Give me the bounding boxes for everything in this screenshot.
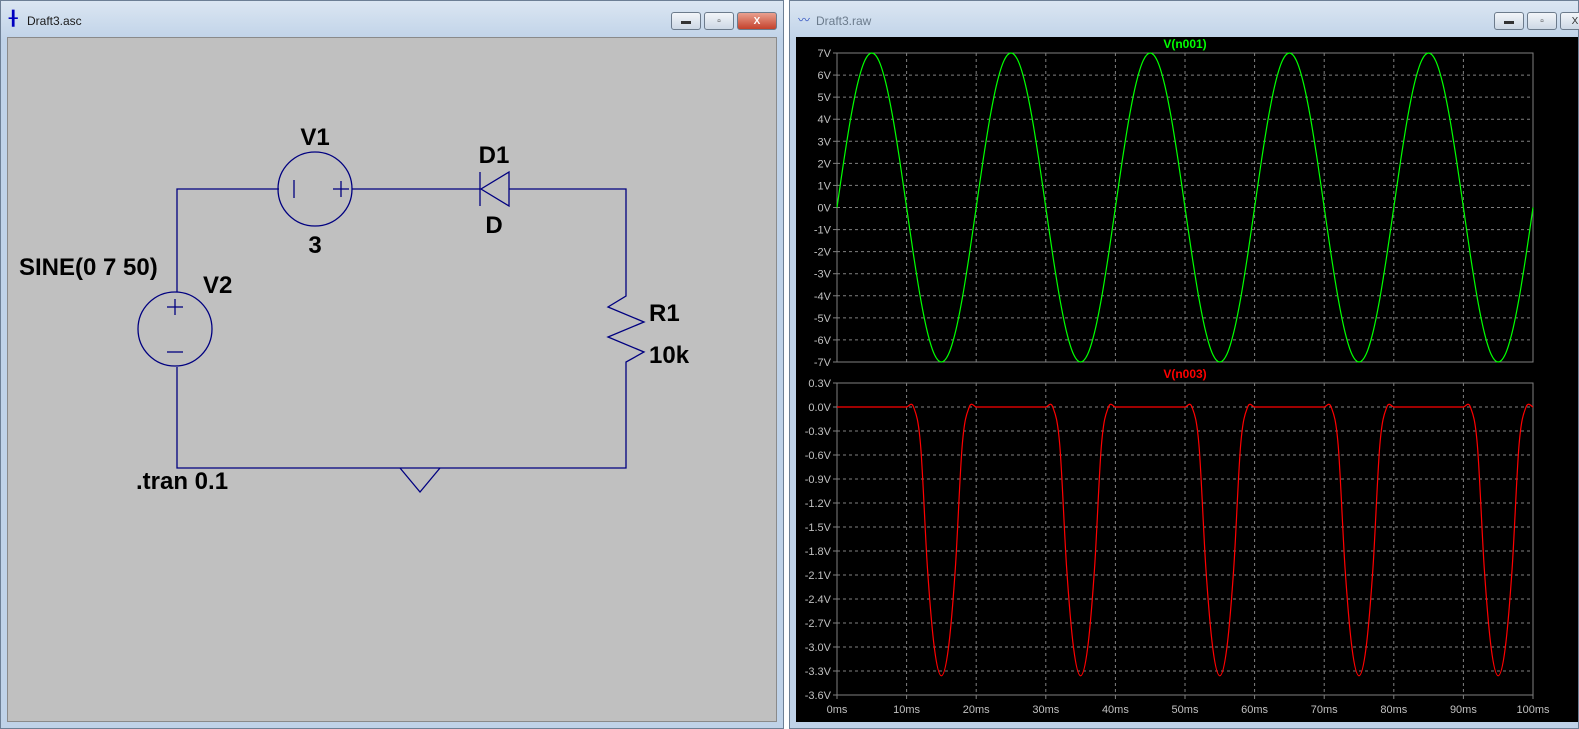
maximize-button[interactable]: ▫ <box>704 12 734 30</box>
y-tick-label: 1V <box>818 180 832 192</box>
schematic-canvas[interactable]: V1 3 D1 D SINE(0 7 50) V2 R1 10k .tran 0… <box>7 37 777 722</box>
voltage-source-v2-symbol <box>137 291 213 367</box>
y-tick-label: 6V <box>818 70 832 82</box>
v2-value-label: SINE(0 7 50) <box>19 254 158 281</box>
window-title: Draft3.raw <box>816 14 872 28</box>
x-tick-label: 30ms <box>1032 704 1059 716</box>
d1-name-label: D1 <box>479 142 510 169</box>
wire <box>509 188 627 292</box>
y-tick-label: -1.2V <box>805 498 832 510</box>
waveform-app-icon: 〰 <box>798 13 811 27</box>
x-tick-label: 0ms <box>827 704 848 716</box>
r1-name-label: R1 <box>649 300 680 327</box>
trace-line <box>836 52 1534 363</box>
y-tick-label: -3.6V <box>805 690 832 702</box>
trace-line <box>837 403 1534 677</box>
y-tick-label: -2V <box>814 247 832 259</box>
minimize-button[interactable]: ▬ <box>1494 12 1524 30</box>
x-tick-label: 60ms <box>1241 704 1268 716</box>
y-tick-label: -2.4V <box>805 594 832 606</box>
minimize-button[interactable]: ▬ <box>671 12 701 30</box>
window-title: Draft3.asc <box>27 14 82 28</box>
y-tick-label: -1.8V <box>805 546 832 558</box>
plot-pane-1[interactable]: 7V 6V 5V 4V 3V 2V 1V 0V -1V -2V -3V -4V -5V -6V -7V V(n… <box>814 37 1534 369</box>
x-tick-label: 40ms <box>1102 704 1129 716</box>
v2-name-label: V2 <box>203 272 232 299</box>
x-tick-label: 90ms <box>1450 704 1477 716</box>
tran-directive[interactable]: .tran 0.1 <box>136 468 228 495</box>
trace-label[interactable]: V(n003) <box>1163 367 1206 381</box>
schematic-app-icon: ╂ <box>9 10 18 26</box>
waveform-titlebar[interactable]: 〰 Draft3.raw ▬ ▫ X <box>790 1 1579 37</box>
y-tick-label: 4V <box>818 114 832 126</box>
y-tick-label: 7V <box>818 48 832 60</box>
close-button[interactable]: X <box>737 12 777 30</box>
v1-value-label: 3 <box>308 232 321 259</box>
x-tick-label: 10ms <box>893 704 920 716</box>
y-tick-label: 2V <box>818 158 832 170</box>
y-tick-label: 5V <box>818 92 832 104</box>
schematic-titlebar[interactable]: ╂ Draft3.asc ▬ ▫ X <box>1 1 783 37</box>
r1-value-label: 10k <box>649 342 690 369</box>
x-tick-label: 70ms <box>1311 704 1338 716</box>
x-tick-label: 20ms <box>963 704 990 716</box>
y-tick-label: -4V <box>814 291 832 303</box>
plot-frame <box>836 382 1534 696</box>
wire <box>176 367 627 469</box>
x-tick-label: 80ms <box>1380 704 1407 716</box>
x-tick-label: 50ms <box>1172 704 1199 716</box>
y-tick-label: -1.5V <box>805 522 832 534</box>
y-tick-label: -0.9V <box>805 474 832 486</box>
d1-value-label: D <box>485 212 502 239</box>
v1-name-label: V1 <box>300 124 329 151</box>
y-tick-label: 0V <box>818 203 832 215</box>
y-tick-label: -1V <box>814 225 832 237</box>
waveform-plot-area[interactable]: 7V 6V 5V 4V 3V 2V 1V 0V -1V -2V -3V -4V -5V -6V -7V V(n… <box>796 37 1578 722</box>
y-tick-label: -0.3V <box>805 426 832 438</box>
y-tick-label: 0.0V <box>808 402 831 414</box>
schematic-window: ╂ Draft3.asc ▬ ▫ X <box>0 0 784 729</box>
diode-d1-symbol <box>479 170 510 208</box>
y-tick-label: -6V <box>814 335 832 347</box>
y-tick-label: -0.6V <box>805 450 832 462</box>
y-tick-label: -2.1V <box>805 570 832 582</box>
y-tick-label: -3V <box>814 269 832 281</box>
y-tick-label: 0.3V <box>808 378 831 390</box>
waveform-window: 〰 Draft3.raw ▬ ▫ X 7V 6V 5V 4V 3V 2V 1V 0V -1V -2… <box>789 0 1579 729</box>
resistor-r1-symbol <box>606 292 646 367</box>
ground-symbol <box>399 467 441 494</box>
y-tick-label: -7V <box>814 357 832 369</box>
x-tick-label: 100ms <box>1516 704 1550 716</box>
y-tick-label: 3V <box>818 136 832 148</box>
close-button[interactable]: X <box>1560 12 1579 30</box>
maximize-button[interactable]: ▫ <box>1527 12 1557 30</box>
y-tick-label: -5V <box>814 313 832 325</box>
wire <box>176 188 279 292</box>
y-tick-label: -3.0V <box>805 642 832 654</box>
y-tick-label: -2.7V <box>805 618 832 630</box>
trace-label[interactable]: V(n001) <box>1163 37 1206 51</box>
voltage-source-v1-symbol <box>277 151 353 227</box>
plot-pane-2[interactable]: 0.3V 0.0V -0.3V -0.6V -0.9V -1.2V -1.5V -1.8V -2… <box>805 367 1550 716</box>
y-tick-label: -3.3V <box>805 666 832 678</box>
